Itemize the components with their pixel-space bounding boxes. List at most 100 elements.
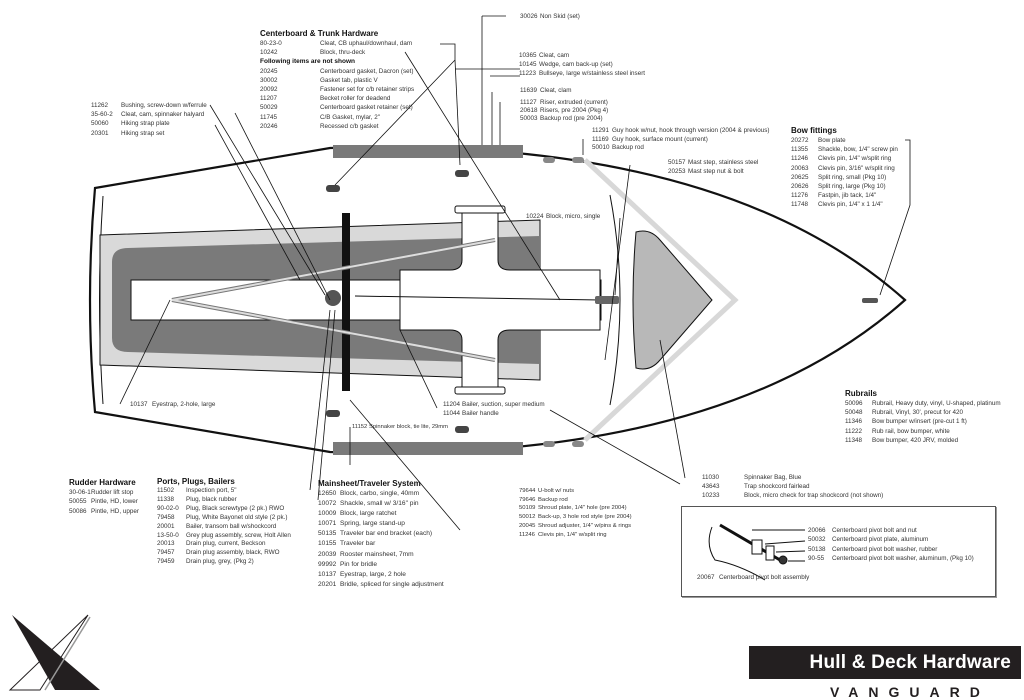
not-shown-heading: Following items are not shown — [260, 58, 355, 66]
thwart-end-top — [454, 205, 506, 214]
vanguard-sail-logo — [8, 614, 100, 691]
traveler-bar — [342, 213, 350, 391]
bow-fittings-heading: Bow fittings — [791, 126, 837, 135]
shroud-shadow — [583, 158, 739, 442]
centerboard-trunk-heading: Centerboard & Trunk Hardware — [260, 29, 379, 38]
leader-lines — [119, 15, 911, 531]
thwart-end-bottom — [454, 386, 506, 395]
non-skid-top — [333, 145, 523, 158]
page-title: Hull & Deck Hardware — [749, 646, 1021, 679]
non-skid-bottom — [333, 442, 523, 455]
rudder-heading: Rudder Hardware — [69, 478, 136, 487]
spinnaker-bag — [632, 230, 713, 370]
cleat-fittings — [325, 157, 878, 447]
rubrails-heading: Rubrails — [845, 389, 878, 398]
forward-bulkhead — [609, 194, 621, 406]
ports-heading: Ports, Plugs, Bailers — [157, 477, 235, 486]
